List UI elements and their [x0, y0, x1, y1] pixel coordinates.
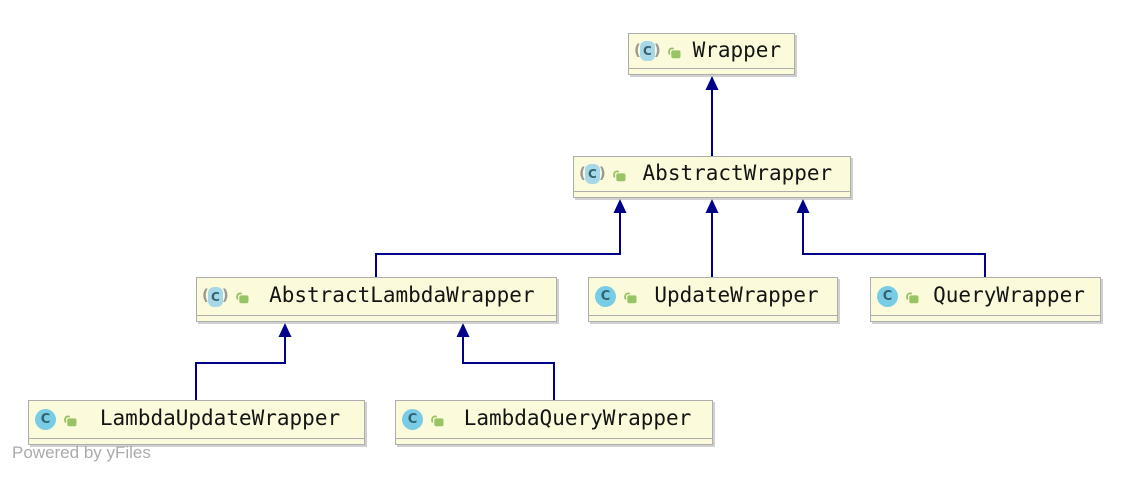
inheritance-arrowhead-icon	[705, 199, 719, 213]
class-icon: C	[402, 409, 423, 430]
compartment-separator	[871, 315, 1100, 321]
inheritance-arrowhead-icon	[613, 199, 627, 213]
class-node-lambda-query-wrapper[interactable]: C LambdaQueryWrapper	[395, 400, 713, 445]
inheritance-edge-lambda-update-wrapper-to-abstract-lambda-wrapper[interactable]	[195, 337, 286, 400]
compartment-separator	[629, 68, 794, 74]
inheritance-arrowhead-icon	[705, 76, 719, 90]
unlocked-icon	[64, 415, 77, 427]
inheritance-edge-abstract-lambda-wrapper-to-abstract-wrapper[interactable]	[375, 213, 621, 277]
compartment-separator	[574, 191, 850, 197]
class-node-query-wrapper[interactable]: C QueryWrapper	[870, 277, 1101, 322]
class-node-title: (C) AbstractLambdaWrapper	[197, 278, 556, 315]
class-name: UpdateWrapper	[654, 283, 819, 307]
unlocked-icon	[612, 169, 626, 181]
unlocked-icon	[431, 415, 444, 427]
class-node-title: (C) Wrapper	[629, 34, 794, 68]
class-node-abstract-wrapper[interactable]: (C) AbstractWrapper	[573, 156, 851, 198]
class-node-title: C LambdaQueryWrapper	[396, 401, 712, 438]
class-name: AbstractWrapper	[642, 160, 833, 185]
inheritance-arrowhead-icon	[456, 323, 470, 337]
class-node-abstract-lambda-wrapper[interactable]: (C) AbstractLambdaWrapper	[196, 277, 557, 322]
yfiles-watermark: Powered by yFiles	[12, 443, 151, 462]
compartment-separator	[197, 315, 556, 321]
class-name: LambdaUpdateWrapper	[99, 406, 341, 430]
class-name: Wrapper	[692, 37, 782, 62]
class-node-title: C UpdateWrapper	[589, 278, 837, 315]
compartment-separator	[29, 438, 364, 444]
class-icon: C	[877, 286, 898, 307]
class-node-title: C QueryWrapper	[871, 278, 1100, 315]
class-node-update-wrapper[interactable]: C UpdateWrapper	[588, 277, 838, 322]
class-name: AbstractLambdaWrapper	[269, 283, 535, 307]
unlocked-icon	[235, 292, 249, 304]
inheritance-edge-lambda-query-wrapper-to-abstract-lambda-wrapper[interactable]	[462, 337, 555, 400]
class-icon: C	[595, 286, 616, 307]
class-name: LambdaQueryWrapper	[463, 406, 692, 430]
class-node-wrapper[interactable]: (C) Wrapper	[628, 33, 795, 75]
class-node-title: C LambdaUpdateWrapper	[29, 401, 364, 438]
abstract-class-icon: (C)	[634, 41, 661, 61]
class-node-lambda-update-wrapper[interactable]: C LambdaUpdateWrapper	[28, 400, 365, 445]
inheritance-arrowhead-icon	[796, 199, 810, 213]
unlocked-icon	[906, 292, 919, 304]
class-name: QueryWrapper	[933, 283, 1085, 307]
inheritance-edge-query-wrapper-to-abstract-wrapper[interactable]	[802, 213, 986, 277]
compartment-separator	[396, 438, 712, 444]
unlocked-icon	[624, 292, 637, 304]
abstract-class-icon: (C)	[579, 164, 606, 184]
unlocked-icon	[667, 46, 681, 58]
class-icon: C	[35, 409, 56, 430]
class-node-title: (C) AbstractWrapper	[574, 157, 850, 191]
compartment-separator	[589, 315, 837, 321]
inheritance-arrowhead-icon	[278, 323, 292, 337]
abstract-class-icon: (C)	[202, 286, 229, 307]
